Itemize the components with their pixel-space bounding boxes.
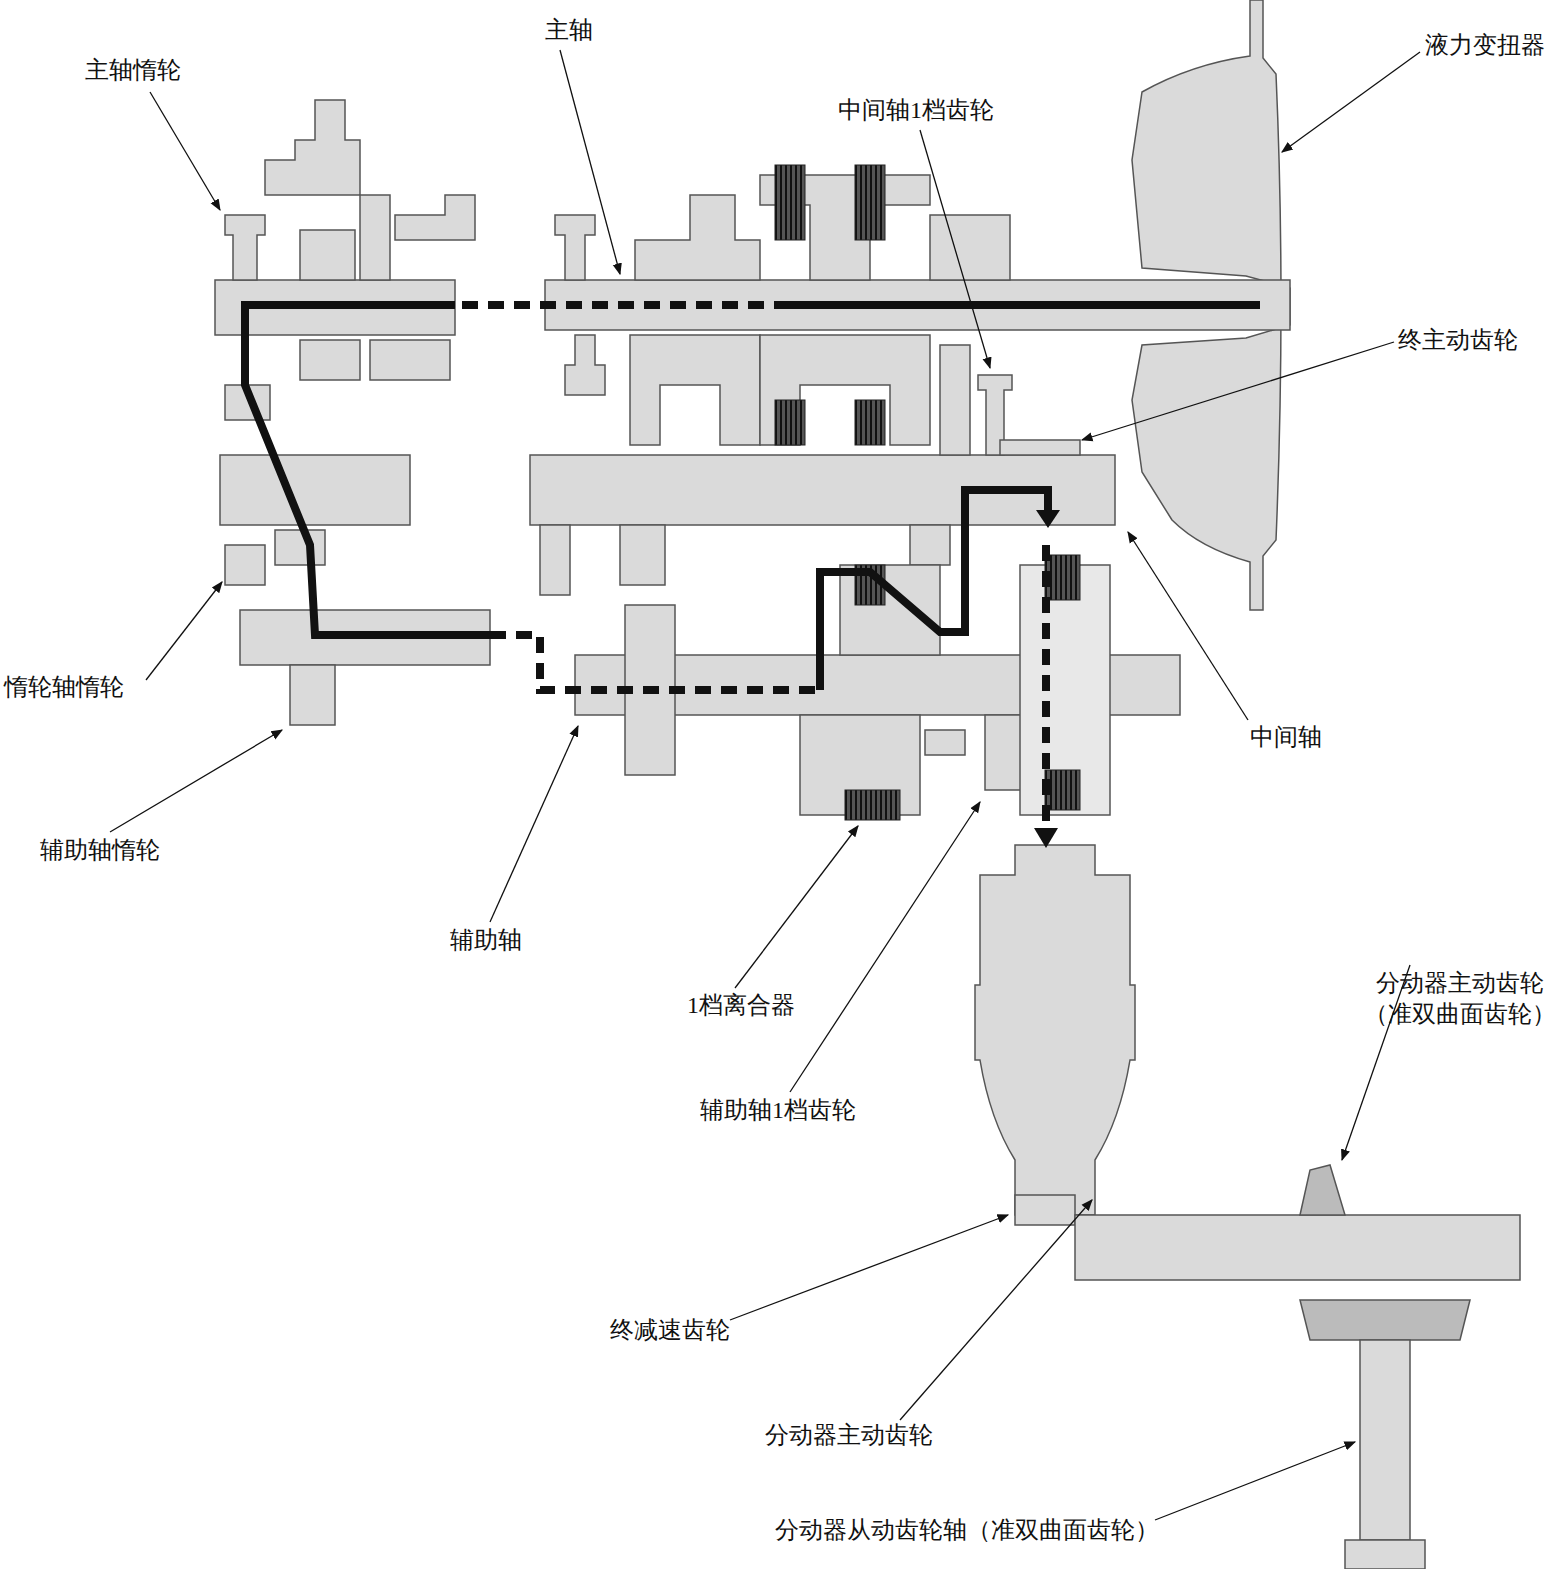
illustration-part <box>930 215 1010 280</box>
illustration-part <box>1000 440 1080 455</box>
illustration-part <box>1015 1195 1075 1225</box>
part-label: 辅助轴 <box>450 925 522 956</box>
illustration-part <box>855 400 885 445</box>
illustration-part <box>920 130 990 368</box>
illustration-part <box>1360 1340 1410 1540</box>
part-label: 液力变扭器 <box>1425 30 1545 61</box>
illustration-part <box>245 305 490 635</box>
illustration-part <box>1034 828 1058 848</box>
illustration-part <box>220 455 410 525</box>
part-label: 辅助轴惰轮 <box>40 835 160 866</box>
illustration-part <box>300 230 355 280</box>
illustration-part <box>490 726 578 922</box>
illustration-part <box>1042 545 1050 830</box>
part-label: 主轴 <box>545 15 593 46</box>
clutch-packs <box>775 165 1080 820</box>
illustration-part <box>630 335 760 445</box>
part-label: 辅助轴1档齿轮 <box>700 1095 856 1126</box>
illustration-part <box>225 215 265 280</box>
illustration-part <box>555 215 595 280</box>
illustration-part <box>1036 510 1060 528</box>
illustration-part <box>985 715 1025 790</box>
illustration-part <box>1075 1215 1520 1280</box>
illustration-part <box>1045 555 1080 600</box>
leader-lines <box>110 50 1420 1520</box>
illustration-part <box>1020 565 1110 815</box>
illustration-part <box>1128 532 1248 720</box>
illustration-part <box>565 335 605 395</box>
illustration-part <box>1300 1165 1345 1215</box>
illustration-part <box>146 582 222 680</box>
illustration-part <box>300 340 360 380</box>
part-label: 中间轴1档齿轮 <box>838 95 994 126</box>
illustration-part <box>820 490 1048 690</box>
illustration-part <box>730 1215 1008 1320</box>
illustration-part <box>150 92 220 210</box>
illustration-part <box>110 730 282 832</box>
illustration-part <box>620 525 665 585</box>
part-label: 终主动齿轮 <box>1398 325 1518 356</box>
illustration-part <box>1082 342 1394 440</box>
illustration-part <box>900 1200 1092 1420</box>
illustration-part <box>775 165 805 240</box>
illustration-part <box>225 545 265 585</box>
illustration-part <box>290 665 335 725</box>
illustration-part <box>790 802 980 1092</box>
illustration-part <box>1345 1540 1425 1569</box>
illustration-part <box>845 790 900 820</box>
illustration-part <box>1045 770 1080 810</box>
part-label: 1档离合器 <box>687 990 795 1021</box>
part-label: 分动器主动齿轮 （准双曲面齿轮） <box>1360 968 1560 1030</box>
illustration-part <box>790 301 1260 309</box>
illustration-part <box>925 730 965 755</box>
illustration-part <box>940 345 970 455</box>
illustration-part <box>395 195 475 240</box>
part-label: 惰轮轴惰轮 <box>4 672 124 703</box>
illustration-part <box>455 301 790 309</box>
illustration-part <box>1300 1300 1470 1340</box>
illustration-part <box>370 340 450 380</box>
illustration-part <box>275 530 325 565</box>
illustration-part <box>560 50 620 274</box>
illustration-part <box>635 195 760 280</box>
illustration-part <box>840 565 940 655</box>
part-label: 分动器主动齿轮 <box>765 1420 933 1451</box>
illustration-part <box>265 100 360 195</box>
illustration-part <box>490 635 820 690</box>
part-label: 中间轴 <box>1250 722 1322 753</box>
part-label: 主轴惰轮 <box>85 55 181 86</box>
illustration-part <box>735 826 858 988</box>
part-label: 终减速齿轮 <box>610 1315 730 1346</box>
illustration-part <box>910 525 950 565</box>
illustration-part <box>775 400 805 445</box>
part-label: 分动器从动齿轮轴（准双曲面齿轮） <box>775 1515 1159 1546</box>
illustration-part <box>360 195 390 280</box>
illustration-part <box>1155 1442 1355 1520</box>
illustration-part <box>975 845 1135 1215</box>
illustration-part <box>540 525 570 595</box>
illustration-part <box>1282 52 1420 152</box>
housing-parts <box>215 0 1520 1569</box>
illustration-part <box>760 335 930 445</box>
power-flow-path <box>245 305 1260 830</box>
flow-arrowheads <box>1034 510 1060 848</box>
illustration-part <box>855 165 885 240</box>
